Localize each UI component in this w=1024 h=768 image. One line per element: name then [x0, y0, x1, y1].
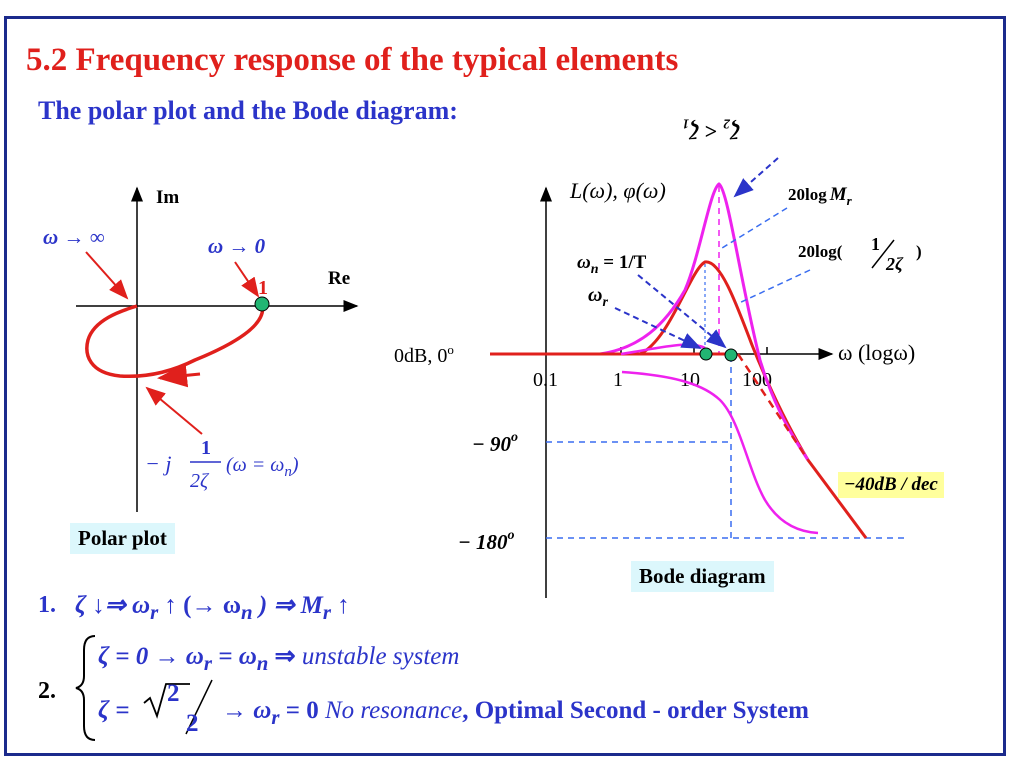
bode-origin-label: 0dB, 0o [394, 342, 454, 367]
polar-im-label: Im [156, 187, 179, 208]
minus-j-pointer [145, 386, 203, 435]
bode-tick-label-0: 0.1 [533, 369, 558, 391]
log2z-num: 1 [871, 234, 880, 254]
omega-r-marker [699, 347, 713, 361]
conclusion-2b-denominator: 2 [186, 710, 199, 737]
polar-plot-label: Polar plot [70, 523, 175, 554]
sqrt-slash [185, 679, 213, 735]
slide-frame [4, 16, 1006, 756]
omega-n-pointer [637, 274, 727, 349]
omega-r-label: ωr [588, 284, 608, 310]
bode-phase-curve [621, 370, 819, 535]
polar-re-label: Re [328, 268, 350, 289]
bode-x-label: ω (logω) [838, 340, 915, 365]
log2z-den: 2ζ [885, 254, 904, 274]
bode-diagram-label: Bode diagram [631, 561, 774, 592]
bode-magnitude-zeta1 [490, 260, 810, 461]
conclusion-brace [75, 635, 96, 741]
log2z-slash [871, 239, 895, 269]
minus-j-frac-num: 1 [201, 437, 211, 459]
bode-tick-label-1: 1 [613, 369, 623, 391]
log2z-close: ) [916, 242, 922, 261]
log2z-prefix: 20log( [798, 242, 843, 261]
minus90-label: − 90o [472, 430, 518, 456]
zeta-pointer [733, 157, 779, 198]
omega-n-label: ωn = 1/T [577, 252, 647, 277]
polar-one-label: 1 [258, 277, 268, 299]
omega-inf-pointer [85, 251, 129, 300]
log-mr-pointer [721, 207, 788, 249]
omega-n-marker [724, 348, 738, 362]
minus-j-label: − j [145, 451, 171, 476]
omega-zero-label: ω → 0 [208, 234, 266, 258]
page-subtitle: The polar plot and the Bode diagram: [38, 96, 458, 125]
zeta-condition-label: ζ₂ < ζ₁ [682, 119, 740, 144]
conclusion-1-number: 1. [38, 592, 56, 618]
polar-curve [85, 303, 265, 379]
polar-direction-arrow [157, 363, 201, 388]
conclusion-2b-sqrt-value: 2 [167, 680, 180, 707]
omega-r-pointer [614, 307, 702, 349]
omega-zero-pointer [234, 261, 260, 298]
slope-label: −40dB / dec [838, 472, 944, 498]
bode-magnitude-zeta2 [599, 182, 810, 461]
minus180-label: − 180o [458, 528, 514, 554]
conclusion-2b-rest: → ωr = 0 No resonance, Optimal Second - … [222, 697, 809, 729]
minus-j-cond: (ω = ωn) [226, 454, 299, 480]
log2z-pointer [736, 269, 811, 305]
bode-asymptote-segment [736, 353, 810, 461]
sqrt-sign [143, 683, 190, 719]
omega-inf-label: ω → ∞ [43, 225, 105, 249]
polar-start-point [254, 296, 270, 312]
minus-j-frac-den: 2ζ [190, 470, 210, 492]
bode-y-label: L(ω), φ(ω) [569, 178, 666, 203]
conclusion-2b-zeta: ζ = [98, 697, 130, 724]
conclusion-2a: ζ = 0 → ωr = ωn ⇒ unstable system [98, 643, 460, 675]
bode-asymptote-tail [806, 459, 868, 539]
conclusion-2-number: 2. [38, 678, 56, 704]
conclusion-1: ζ ↓⇒ ωr ↑ (→ ωn ) ⇒ Mr ↑ [75, 592, 350, 624]
page-title: 5.2 Frequency response of the typical el… [26, 42, 679, 78]
